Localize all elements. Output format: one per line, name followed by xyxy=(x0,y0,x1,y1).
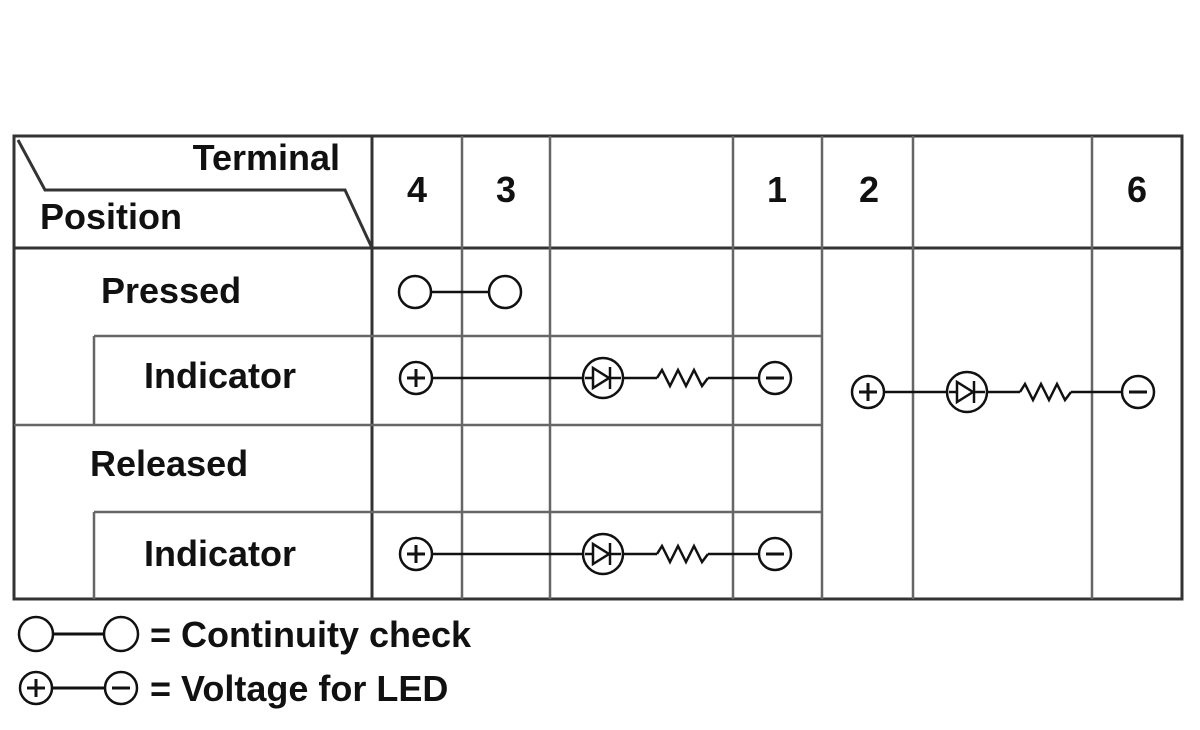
resistor-icon xyxy=(1018,381,1072,403)
terminal-3: 3 xyxy=(496,169,516,210)
plus-terminal-icon xyxy=(850,374,886,410)
led-diode-icon xyxy=(945,370,989,414)
minus-terminal-icon xyxy=(103,670,139,706)
column-lines xyxy=(370,136,1094,599)
terminal-2: 2 xyxy=(859,169,879,210)
row-released-indicator: Indicator xyxy=(144,533,296,574)
minus-terminal-icon xyxy=(757,360,793,396)
led-voltage-circuit xyxy=(398,532,793,576)
terminal-label: Terminal xyxy=(193,137,340,178)
position-label: Position xyxy=(40,196,182,237)
header-diagonal xyxy=(16,139,374,249)
led-diode-icon xyxy=(581,356,625,400)
resistor-icon xyxy=(655,367,709,389)
terminal-circle-icon xyxy=(487,274,523,310)
row-pressed-indicator: Indicator xyxy=(144,355,296,396)
resistor-icon xyxy=(655,543,709,565)
plus-terminal-icon xyxy=(398,536,434,572)
legend-continuity: = Continuity check xyxy=(17,614,472,655)
row-pressed: Pressed xyxy=(101,270,241,311)
terminal-1: 1 xyxy=(767,169,787,210)
led-diode-icon xyxy=(581,532,625,576)
legend-voltage-text: = Voltage for LED xyxy=(150,668,448,709)
legend-voltage: = Voltage for LED xyxy=(18,668,448,709)
terminal-4: 4 xyxy=(407,169,427,210)
minus-terminal-icon xyxy=(1120,374,1156,410)
row-released: Released xyxy=(90,443,248,484)
plus-terminal-icon xyxy=(398,360,434,396)
led-voltage-circuit xyxy=(398,356,793,400)
terminal-circle-icon xyxy=(17,615,55,653)
continuity-connection xyxy=(397,274,523,310)
row-lines xyxy=(14,334,822,599)
terminal-circle-icon xyxy=(397,274,433,310)
terminal-6: 6 xyxy=(1127,169,1147,210)
legend-continuity-text: = Continuity check xyxy=(150,614,472,655)
led-voltage-circuit xyxy=(850,370,1156,414)
minus-terminal-icon xyxy=(757,536,793,572)
plus-terminal-icon xyxy=(18,670,54,706)
terminal-circle-icon xyxy=(102,615,140,653)
